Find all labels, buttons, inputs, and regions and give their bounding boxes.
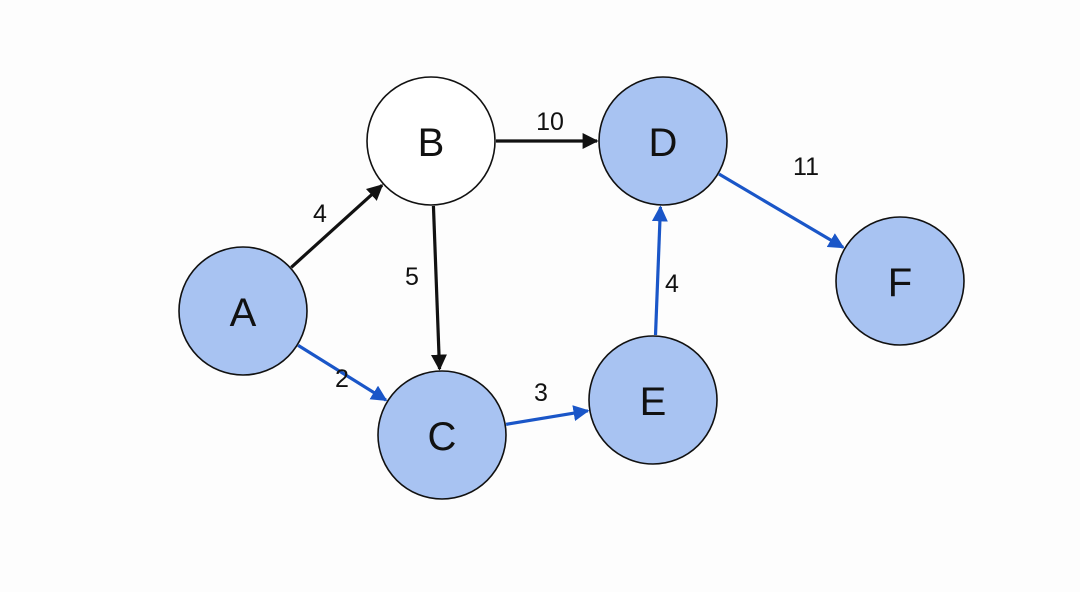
- edge-weight-d-f: 11: [793, 153, 819, 181]
- edge-a-b: [290, 184, 384, 269]
- edge-a-c: [297, 344, 388, 402]
- node-c: C: [377, 370, 507, 500]
- edge-weight-a-c: 2: [335, 365, 349, 393]
- node-circle-b: [366, 76, 496, 206]
- node-circle-f: [835, 216, 965, 346]
- node-a: A: [178, 246, 308, 376]
- edge-weights-layer: 4 2 5 10 3 4 11: [313, 108, 819, 407]
- node-label-c: C: [428, 415, 457, 459]
- edge-weight-c-e: 3: [534, 379, 548, 407]
- edge-weight-b-c: 5: [405, 263, 419, 291]
- edges-layer: [290, 133, 845, 426]
- node-label-d: D: [649, 121, 678, 165]
- node-circle-e: [588, 335, 718, 465]
- node-d: D: [598, 76, 728, 206]
- edge-c-e: [505, 405, 590, 426]
- edge-e-d: [651, 205, 668, 336]
- node-f: F: [835, 216, 965, 346]
- edge-weight-b-d: 10: [536, 108, 564, 136]
- edge-weight-e-d: 4: [665, 270, 679, 298]
- node-label-e: E: [640, 380, 667, 424]
- node-label-a: A: [230, 291, 257, 335]
- node-b: B: [366, 76, 496, 206]
- node-label-f: F: [888, 261, 912, 305]
- node-circle-a: [178, 246, 308, 376]
- edge-d-f: [718, 172, 845, 249]
- edge-weight-a-b: 4: [313, 200, 327, 228]
- node-circle-d: [598, 76, 728, 206]
- edge-b-c: [430, 205, 447, 371]
- node-e: E: [588, 335, 718, 465]
- nodes-layer: A B C D E F: [178, 76, 965, 500]
- node-circle-c: [377, 370, 507, 500]
- node-label-b: B: [418, 121, 445, 165]
